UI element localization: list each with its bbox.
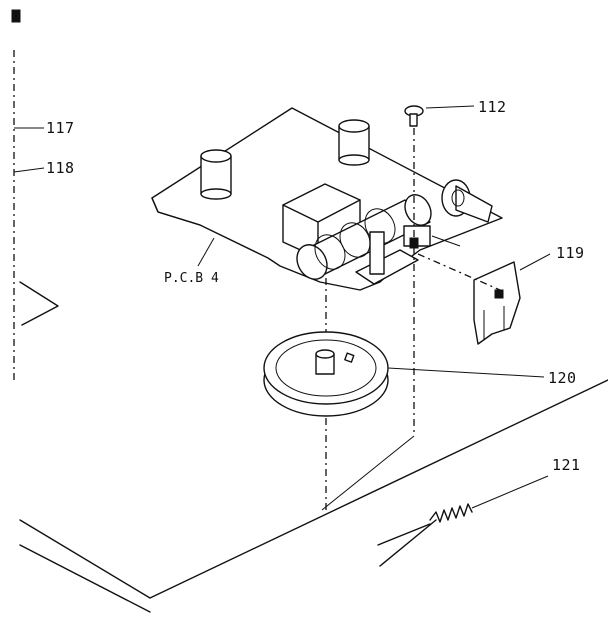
corner-mark-icon: [11, 9, 21, 23]
board-pulley-icon: [441, 179, 493, 223]
motor-cylinder-icon: [296, 194, 432, 280]
pcb-label: P.C.B 4: [164, 271, 219, 286]
screw-shaft-icon: [409, 113, 418, 127]
capacitor-right-icon: [338, 119, 370, 166]
pcb-board: P.C.B 4: [151, 107, 503, 291]
label-118: 118: [46, 159, 75, 177]
capacitor-left-icon: [200, 149, 232, 200]
label-117: 117: [46, 119, 75, 137]
spring-coil-icon: [429, 503, 473, 523]
label-112: 112: [478, 98, 507, 116]
spring-121: 121: [377, 456, 581, 567]
label-120: 120: [548, 369, 577, 387]
chassis-base: [11, 9, 608, 613]
bracket-icon: [473, 261, 521, 345]
label-121: 121: [552, 456, 581, 474]
label-119: 119: [556, 244, 585, 262]
pulley-120: 120: [263, 331, 577, 417]
screw-112: 112: [404, 98, 507, 127]
callout-118: 118: [13, 159, 75, 177]
callout-117: 117: [14, 119, 75, 137]
bracket-119: 119: [473, 244, 585, 345]
